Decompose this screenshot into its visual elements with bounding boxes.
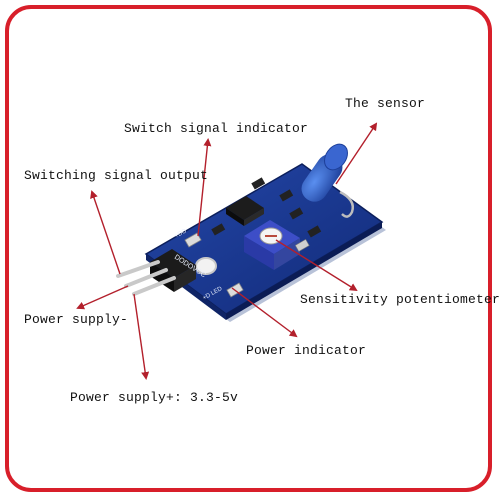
smd-components	[184, 177, 322, 298]
label-the-sensor: The sensor	[345, 96, 426, 111]
label-power-indicator: Power indicator	[246, 343, 367, 358]
arrow-power-indicator	[231, 287, 298, 338]
label-power-supply-minus: Power supply-	[24, 312, 129, 327]
arrow-power-supply-plus	[133, 293, 150, 380]
arrow-power-supply-minus	[76, 285, 129, 310]
label-switch-signal-indicator: Switch signal indicator	[124, 121, 309, 136]
label-power-supply-plus: Power supply+: 3.3-5v	[70, 390, 239, 405]
comparator-chip	[226, 196, 264, 226]
header-pins	[116, 249, 196, 296]
arrow-the-sensor	[335, 122, 378, 185]
callout-arrows	[76, 122, 378, 380]
arrow-sensitivity-potentiometer	[275, 239, 358, 292]
arrow-switch-signal-indicator	[197, 138, 212, 237]
label-sensitivity-potentiometer: Sensitivity potentiometer	[300, 292, 501, 307]
silkscreen-do: +DO	[174, 228, 188, 240]
arrow-switching-signal-output	[90, 190, 121, 275]
label-switching-signal-output: Switching signal output	[24, 168, 209, 183]
tilt-sensor	[301, 143, 354, 218]
sensitivity-potentiometer	[244, 220, 300, 270]
